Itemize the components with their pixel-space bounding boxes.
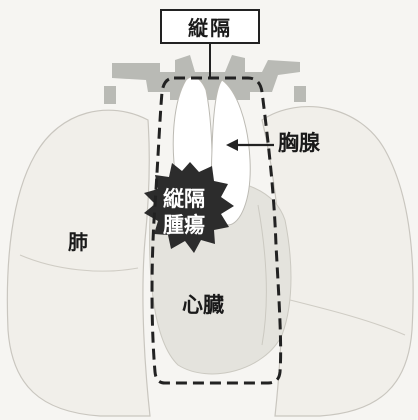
tumor-label-line2: 腫瘍: [148, 212, 220, 238]
tumor-label: 縦隔 腫瘍: [148, 186, 220, 238]
left-lung: [7, 110, 150, 416]
left-vessel-stub: [104, 86, 116, 104]
thymus-label: 胸腺: [278, 133, 320, 154]
lung-label: 肺: [68, 232, 88, 252]
right-vessel-stub: [294, 86, 306, 102]
tumor-label-line1: 縦隔: [148, 186, 220, 212]
title-label: 縦隔: [188, 12, 232, 41]
heart-label: 心臓: [182, 295, 224, 316]
title-box: 縦隔: [160, 9, 260, 44]
